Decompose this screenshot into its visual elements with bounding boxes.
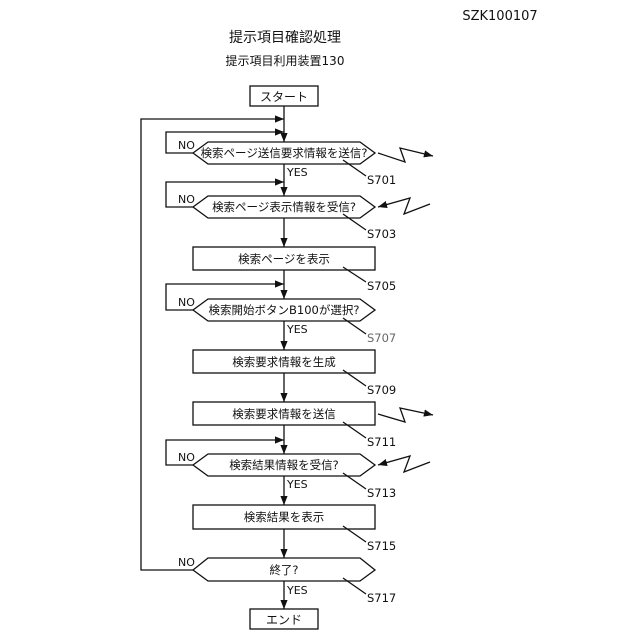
step-ref: S713 — [367, 486, 396, 500]
yes-label: YES — [286, 478, 308, 491]
no-label: NO — [178, 193, 195, 206]
yes-label: YES — [286, 584, 308, 597]
step-ref: S705 — [367, 279, 396, 293]
document-id: SZK100107 — [462, 9, 537, 24]
step-text: 検索要求情報を生成 — [232, 355, 336, 369]
step-text: 検索開始ボタンB100が選択? — [209, 303, 360, 317]
receive-signal-icon — [378, 198, 430, 214]
no-loop-s717 — [141, 119, 284, 570]
no-label: NO — [178, 139, 195, 152]
end-label: エンド — [266, 613, 302, 627]
step-text: 検索ページ送信要求情報を送信? — [201, 146, 368, 160]
yes-label: YES — [286, 166, 308, 179]
step-ref: S717 — [367, 591, 396, 605]
step-ref: S709 — [367, 383, 396, 397]
yes-label: YES — [286, 323, 308, 336]
step-ref: S703 — [367, 227, 396, 241]
diagram-subtitle: 提示項目利用装置130 — [226, 53, 345, 68]
step-ref: S715 — [367, 539, 396, 553]
no-label: NO — [178, 451, 195, 464]
start-label: スタート — [260, 90, 308, 104]
receive-signal-icon — [378, 456, 430, 472]
transmit-signal-icon — [378, 408, 433, 422]
step-ref: S707 — [367, 331, 396, 345]
step-text: 終了? — [269, 563, 298, 577]
step-ref: S711 — [367, 435, 396, 449]
diagram-title: 提示項目確認処理 — [229, 30, 341, 46]
transmit-signal-icon — [378, 148, 433, 162]
step-ref: S701 — [367, 173, 396, 187]
step-text: 検索ページを表示 — [238, 252, 330, 266]
step-text: 検索ページ表示情報を受信? — [212, 200, 356, 214]
step-text: 検索結果を表示 — [244, 510, 325, 524]
step-text: 検索結果情報を受信? — [229, 458, 339, 472]
no-label: NO — [178, 556, 195, 569]
step-text: 検索要求情報を送信 — [232, 407, 336, 421]
no-label: NO — [178, 296, 195, 309]
